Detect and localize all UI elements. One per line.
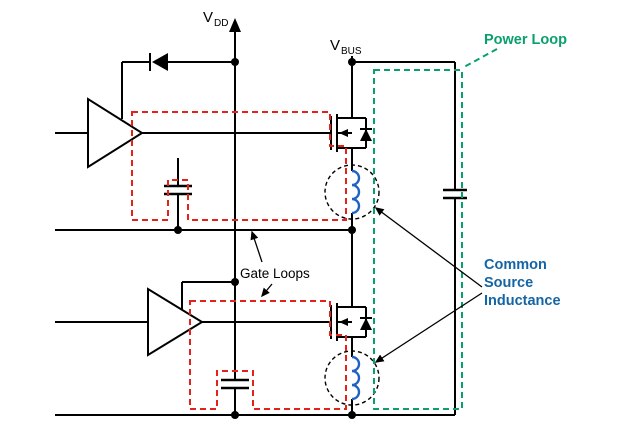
upper-gate-loop-outline (131, 111, 347, 221)
gate-loops-arrow-lower (261, 283, 273, 298)
csi-label-line1: Common (484, 257, 547, 273)
inductor-coil-icon (351, 169, 361, 215)
body-diode-icon (360, 129, 372, 141)
vbus-rail (351, 56, 467, 415)
lower-gate-loop-outline (189, 300, 347, 410)
lower-source-inductor (324, 337, 380, 415)
upper-gate-driver (55, 97, 331, 169)
mosfet-body-arrow-icon (339, 129, 348, 137)
vdd-label-main: V (203, 9, 213, 26)
lower-gate-driver (55, 281, 331, 357)
lower-decoupling-capacitor (221, 378, 249, 390)
power-loop-callout-line (463, 48, 498, 68)
lower-mosfet (330, 230, 372, 341)
csi-arrow-upper (374, 207, 483, 288)
csi-arrow-lower (374, 292, 483, 363)
driver-buffer-icon (87, 97, 144, 169)
capacitor-icon (221, 378, 249, 390)
inductance-highlight-circle (324, 164, 380, 220)
inductance-highlight-circle (324, 350, 380, 406)
vdd-label: V DD (203, 9, 228, 29)
vbus-label-sub: BUS (341, 46, 362, 57)
body-diode-icon (360, 318, 372, 330)
csi-label-line2: Source (484, 275, 533, 291)
driver-buffer-icon (147, 287, 204, 357)
mosfet-body-arrow-icon (339, 318, 348, 326)
vbus-label: V BUS (330, 37, 362, 57)
vdd-label-sub: DD (214, 18, 228, 29)
gate-loops-label: Gate Loops (240, 266, 310, 281)
upper-source-inductor (324, 148, 380, 230)
vdd-arrow-icon (229, 18, 241, 32)
csi-label-line3: Inductance (484, 293, 561, 309)
junction-dots (174, 58, 356, 419)
dc-link-capacitor-icon (443, 188, 467, 200)
vbus-label-main: V (330, 37, 340, 54)
power-loop-label: Power Loop (484, 32, 567, 48)
common-source-inductance-label: Common Source Inductance (484, 257, 561, 309)
gate-loops-arrow-upper (250, 230, 263, 263)
inductor-coil-icon (351, 355, 361, 401)
bootstrap-diode (121, 53, 235, 119)
diode-icon (152, 53, 168, 71)
upper-mosfet (330, 114, 372, 152)
vdd-rail (229, 18, 241, 415)
